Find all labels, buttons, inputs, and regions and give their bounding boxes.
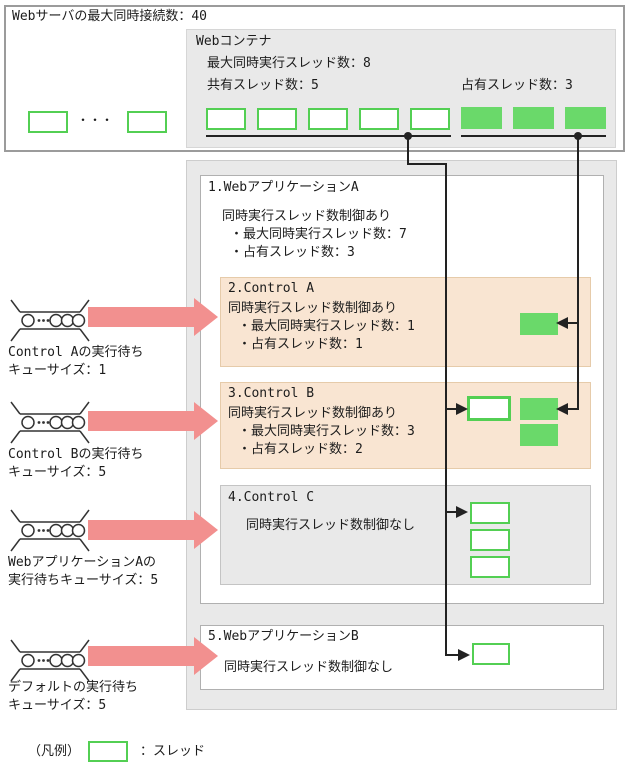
control-b-occupied-thread-column — [520, 398, 558, 446]
shared-thread-box — [257, 108, 297, 130]
control-a-control-label: 同時実行スレッド数制御あり — [228, 301, 398, 316]
control-a-max-threads: ・最大同時実行スレッド数：1 — [238, 319, 415, 334]
control-c-thread-box — [470, 556, 510, 578]
control-c-title: 4.Control C — [228, 490, 315, 505]
shared-thread-box — [410, 108, 450, 130]
occupied-thread-row — [461, 107, 606, 129]
control-b-max-threads: ・最大同時実行スレッド数：3 — [238, 424, 415, 439]
arrowhead-left-icon — [556, 403, 568, 415]
control-c-thread-box — [470, 529, 510, 551]
connector-to-control-a-green — [568, 322, 579, 324]
queue-label-line1: Control Bの実行待ち — [8, 447, 144, 462]
connector-shared-horizontal-1 — [407, 163, 447, 165]
control-b-title: 3.Control B — [228, 386, 315, 401]
pink-arrow-head-icon — [194, 511, 218, 549]
control-a-occupied-thread-box — [520, 313, 558, 335]
web-application-b-box — [200, 625, 604, 690]
occupied-thread-underline — [461, 135, 606, 137]
occupied-threads-label: 占有スレッド数：3 — [461, 78, 573, 93]
queue-label-app-a: WebアプリケーションAの実行待ちキューサイズ：5 — [8, 554, 158, 590]
control-a-title: 2.Control A — [228, 281, 315, 296]
web-container-title: Webコンテナ — [196, 34, 272, 49]
control-b-occupied-thread-box — [520, 424, 558, 446]
pink-arrow-shaft — [88, 307, 194, 327]
web-application-b-control-label: 同時実行スレッド数制御なし — [224, 660, 394, 675]
connector-to-control-b-green — [568, 408, 579, 410]
control-b-control-label: 同時実行スレッド数制御あり — [228, 406, 398, 421]
control-c-thread-box — [470, 502, 510, 524]
shared-thread-box — [308, 108, 348, 130]
queue-label-line1: Control Aの実行待ち — [8, 345, 144, 360]
queue-icon — [10, 299, 90, 342]
web-application-a-title: 1.WebアプリケーションA — [208, 180, 359, 195]
shared-thread-underline — [206, 135, 451, 137]
shared-thread-row — [206, 108, 450, 130]
pink-arrow-head-icon — [194, 637, 218, 675]
control-b-shared-thread-box — [467, 396, 511, 421]
occupied-thread-box — [513, 107, 554, 129]
connector-occupied-vertical — [577, 136, 579, 410]
connector-to-control-c — [447, 511, 457, 513]
queue-icon — [10, 401, 90, 444]
connector-shared-vertical-2 — [445, 163, 447, 655]
queue-label-line1: WebアプリケーションAの — [8, 555, 157, 570]
control-b-occupied-threads: ・占有スレッド数：2 — [238, 442, 363, 457]
web-application-a-occupied-threads: ・占有スレッド数：3 — [230, 245, 355, 260]
web-application-b-thread-box — [472, 643, 510, 665]
arrowhead-right-icon — [456, 403, 468, 415]
pink-arrow-shaft — [88, 411, 194, 431]
shared-threads-label: 共有スレッド数：5 — [207, 78, 319, 93]
web-application-a-control-label: 同時実行スレッド数制御あり — [222, 209, 392, 224]
legend-label: ：スレッド — [140, 744, 206, 759]
connector-to-control-b-white — [447, 408, 457, 410]
shared-thread-box — [359, 108, 399, 130]
server-connection-box — [127, 111, 167, 133]
legend-thread-box — [88, 741, 128, 762]
control-a-occupied-threads: ・占有スレッド数：1 — [238, 337, 363, 352]
queue-label-default: デフォルトの実行待ちキューサイズ：5 — [8, 679, 138, 715]
web-application-b-title: 5.WebアプリケーションB — [208, 629, 359, 644]
web-application-a-max-threads: ・最大同時実行スレッド数：7 — [230, 227, 407, 242]
queue-label-line2: キューサイズ：1 — [8, 363, 107, 378]
arrowhead-right-icon — [456, 506, 468, 518]
shared-thread-box — [206, 108, 246, 130]
control-b-occupied-thread-box — [520, 398, 558, 420]
queue-icon — [10, 509, 90, 552]
queue-label-line2: キューサイズ：5 — [8, 698, 107, 713]
control-c-thread-column — [470, 502, 510, 578]
queue-label-line2: キューサイズ：5 — [8, 465, 107, 480]
queue-label-control-b: Control Bの実行待ちキューサイズ：5 — [8, 446, 143, 482]
legend-prefix: （凡例） — [28, 744, 81, 759]
connector-dot-occupied — [574, 132, 582, 140]
queue-label-control-a: Control Aの実行待ちキューサイズ：1 — [8, 344, 143, 380]
arrowhead-right-icon — [458, 649, 470, 661]
connector-to-app-b — [445, 654, 459, 656]
web-server-title: Webサーバの最大同時接続数：40 — [12, 9, 208, 24]
occupied-thread-box — [461, 107, 502, 129]
pink-arrow-head-icon — [194, 402, 218, 440]
queue-label-line2: 実行待ちキューサイズ：5 — [8, 573, 159, 588]
connector-dot-shared — [404, 132, 412, 140]
web-container-max-threads-label: 最大同時実行スレッド数：8 — [207, 56, 371, 71]
queue-label-line1: デフォルトの実行待ち — [8, 680, 139, 695]
queue-icon — [10, 639, 90, 682]
pink-arrow-head-icon — [194, 298, 218, 336]
pink-arrow-shaft — [88, 520, 194, 540]
server-connection-box — [28, 111, 68, 133]
occupied-thread-box — [565, 107, 606, 129]
arrowhead-left-icon — [556, 317, 568, 329]
ellipsis-dots: ・・・ — [76, 113, 113, 127]
pink-arrow-shaft — [88, 646, 194, 666]
connector-shared-vertical-1 — [407, 136, 409, 164]
control-c-box — [220, 485, 591, 585]
control-c-control-label: 同時実行スレッド数制御なし — [246, 518, 416, 533]
